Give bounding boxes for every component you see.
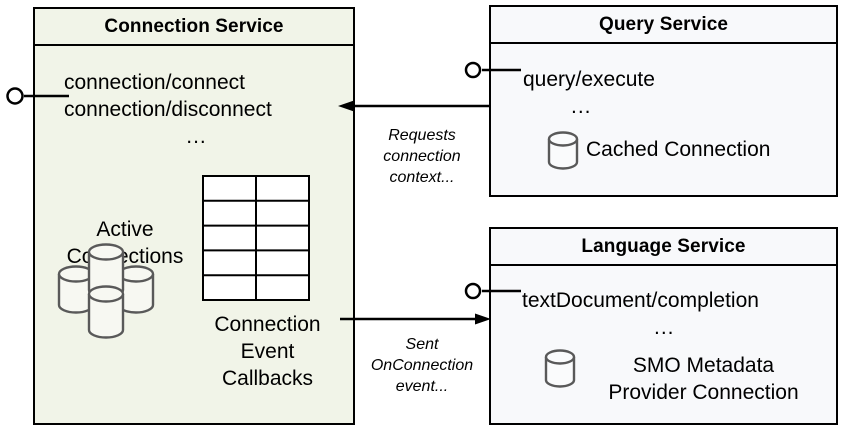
language-service-body: textDocument/completion ... SMO Metadata… (491, 266, 836, 423)
query-service-operations: query/execute ... (523, 66, 808, 120)
language-service-operations-ellipsis: ... (654, 316, 675, 339)
connector-requests-connection-context[interactable] (338, 100, 489, 112)
query-service-title: Query Service (491, 7, 836, 44)
language-service-operations: textDocument/completion ... (522, 287, 822, 341)
active-connections-label: Active Connections (66, 218, 184, 268)
connection-service-lollipop[interactable] (6, 87, 70, 105)
query-service-operations-ellipsis: ... (571, 95, 592, 118)
connection-event-callbacks-label: Connection Event Callbacks (214, 313, 321, 390)
connection-service-operations: connection/connect connection/disconnect… (64, 69, 329, 150)
connector-label-sent-onconnection-event: Sent OnConnection event... (370, 336, 474, 395)
language-service-lollipop[interactable] (464, 282, 521, 300)
connector-sent-onconnection-event[interactable] (340, 313, 491, 325)
connection-service-operations-ellipsis: ... (186, 125, 207, 148)
language-service-title: Language Service (491, 229, 836, 266)
connection-service-title: Connection Service (35, 9, 353, 46)
cached-connection-label: Cached Connection (586, 138, 771, 161)
connector-label-requests-connection-context: Requests connection context... (383, 127, 461, 186)
component-connection-service[interactable]: Connection Service connection/connect co… (33, 7, 355, 425)
component-language-service[interactable]: Language Service textDocument/completion… (489, 227, 838, 425)
operation-query-execute[interactable]: query/execute (523, 68, 655, 91)
operation-connection-disconnect[interactable]: connection/disconnect (64, 98, 272, 121)
operation-textdocument-completion[interactable]: textDocument/completion (522, 289, 759, 312)
query-service-body: query/execute ... Cached Connection (491, 44, 836, 195)
operation-connection-connect[interactable]: connection/connect (64, 71, 245, 94)
query-service-lollipop[interactable] (464, 61, 521, 79)
component-query-service[interactable]: Query Service query/execute ... Cached C… (489, 5, 838, 197)
connection-service-body: connection/connect connection/disconnect… (35, 46, 353, 423)
smo-metadata-provider-connection-label: SMO Metadata Provider Connection (608, 354, 799, 404)
